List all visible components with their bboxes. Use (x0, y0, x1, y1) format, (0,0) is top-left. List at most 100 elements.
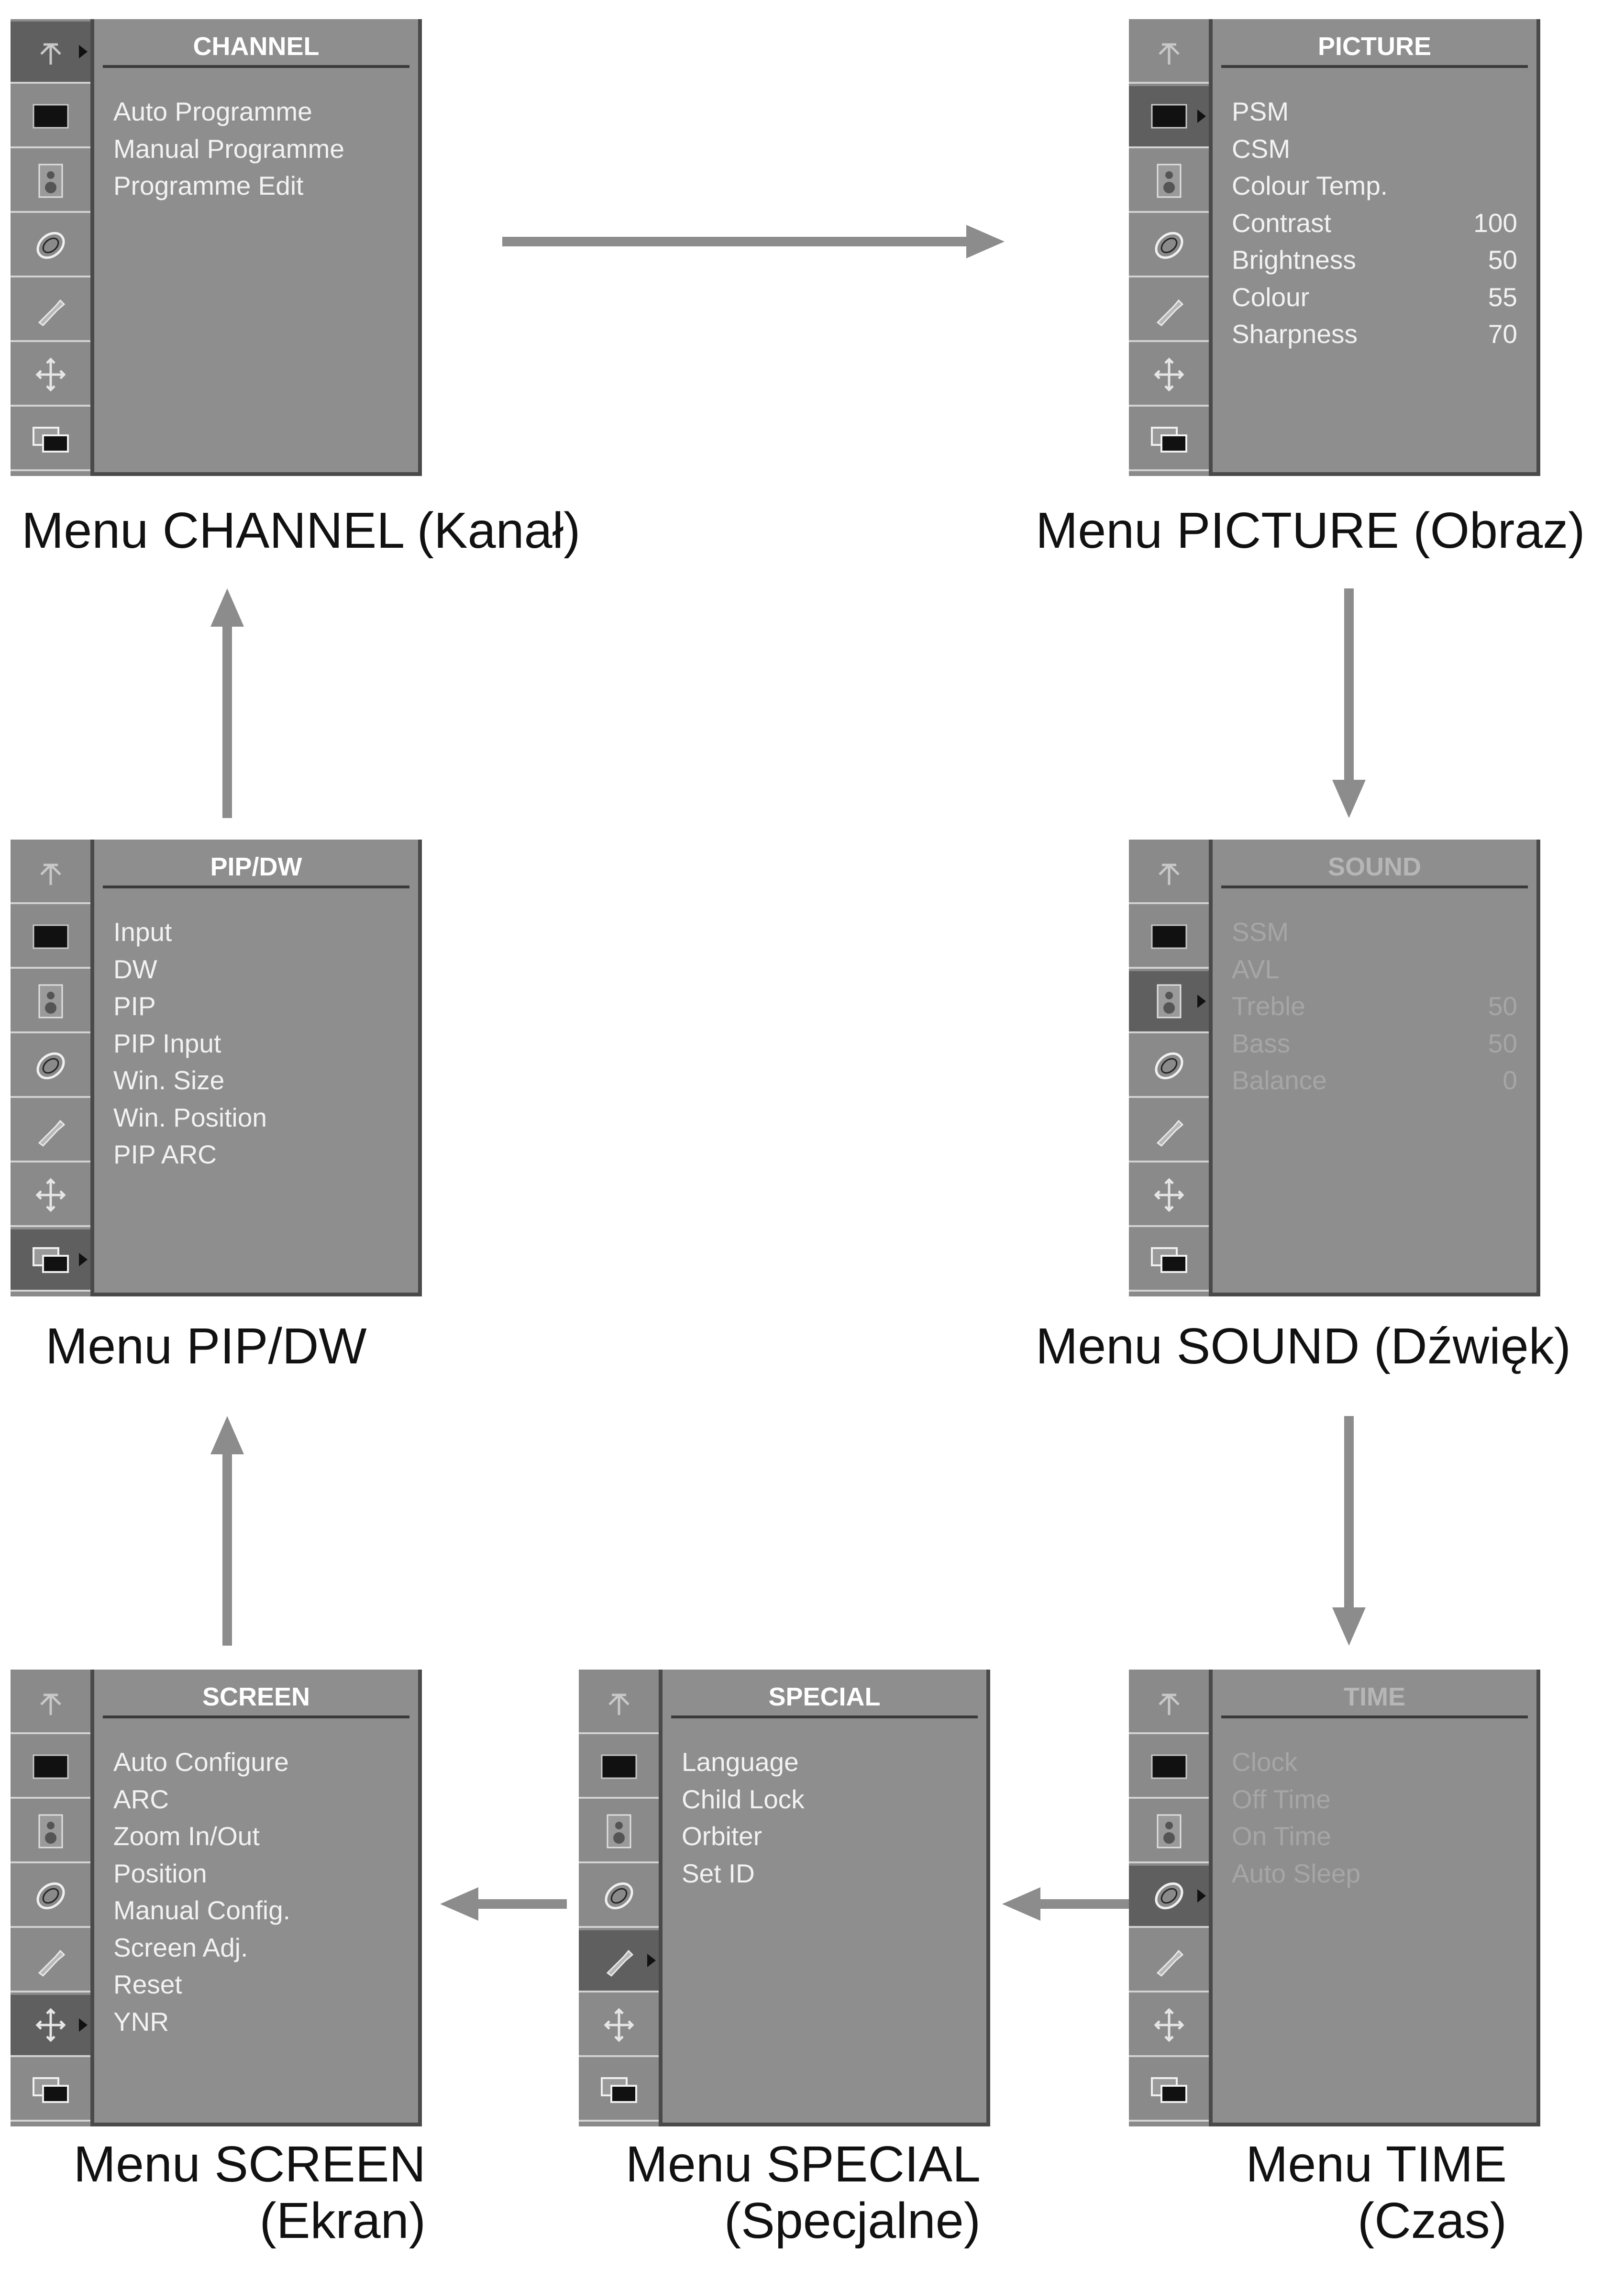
sidebar-item[interactable] (1129, 409, 1209, 471)
sidebar-item[interactable] (579, 1866, 659, 1928)
sidebar-item[interactable] (1129, 1801, 1209, 1863)
menu-item-label: Auto Programme (113, 97, 312, 126)
menu-item[interactable]: Win. Size (113, 1062, 399, 1099)
menu-item[interactable]: Orbiter (682, 1818, 967, 1855)
sidebar-item[interactable] (11, 907, 90, 969)
sidebar-item[interactable] (11, 842, 90, 904)
sidebar-item[interactable] (11, 22, 90, 84)
sidebar-item[interactable] (11, 151, 90, 213)
menu-item[interactable]: Set ID (682, 1855, 967, 1893)
menu-item[interactable]: Off Time (1232, 1781, 1517, 1818)
menu-item-label: Treble (1232, 991, 1305, 1021)
sidebar-item[interactable] (1129, 1737, 1209, 1799)
menu-item[interactable]: Auto Sleep (1232, 1855, 1517, 1893)
sidebar-item[interactable] (11, 1672, 90, 1734)
menu-item[interactable]: Child Lock (682, 1781, 967, 1818)
sidebar-item[interactable] (11, 280, 90, 342)
menu-item[interactable]: Manual Programme (113, 131, 399, 168)
sidebar-item[interactable] (11, 86, 90, 148)
menu-title: PIP/DW (103, 848, 409, 888)
sidebar-item[interactable] (579, 1801, 659, 1863)
menu-item[interactable]: Brightness 50 (1232, 242, 1517, 279)
speaker-icon (32, 162, 70, 200)
move-icon (600, 2006, 638, 2044)
sidebar-item[interactable] (11, 1229, 90, 1292)
menu-item[interactable]: Clock (1232, 1744, 1517, 1781)
sidebar-item[interactable] (11, 1100, 90, 1162)
sidebar-item[interactable] (579, 1737, 659, 1799)
menu-item[interactable]: Win. Position (113, 1099, 399, 1137)
sidebar-item[interactable] (579, 1995, 659, 2057)
menu-item[interactable]: Colour Temp. (1232, 167, 1517, 205)
sidebar-item[interactable] (11, 2059, 90, 2122)
sidebar-item[interactable] (11, 1737, 90, 1799)
sidebar-item[interactable] (579, 1930, 659, 1992)
sidebar-item[interactable] (11, 971, 90, 1033)
sidebar-item[interactable] (1129, 1866, 1209, 1928)
sidebar-item[interactable] (11, 215, 90, 277)
menu-item-label: Sharpness (1232, 319, 1358, 349)
sidebar-item[interactable] (1129, 842, 1209, 904)
menu-item-label: Manual Programme (113, 133, 344, 164)
menu-item[interactable]: Input (113, 914, 399, 951)
menu-item[interactable]: PIP ARC (113, 1136, 399, 1173)
menu-item[interactable]: Programme Edit (113, 167, 399, 205)
sidebar-item[interactable] (1129, 2059, 1209, 2122)
menu-item-value: 50 (1488, 245, 1517, 275)
menu-item[interactable]: ARC (113, 1781, 399, 1818)
menu-item[interactable]: AVL (1232, 951, 1517, 988)
menu-sidebar (11, 19, 94, 476)
menu-item[interactable]: Screen Adj. (113, 1929, 399, 1967)
sidebar-item[interactable] (11, 1995, 90, 2057)
sidebar-item[interactable] (1129, 86, 1209, 148)
menu-item[interactable]: On Time (1232, 1818, 1517, 1855)
sidebar-item[interactable] (11, 1165, 90, 1227)
sidebar-item[interactable] (1129, 280, 1209, 342)
sidebar-item[interactable] (11, 1930, 90, 1992)
sidebar-item[interactable] (1129, 971, 1209, 1033)
menu-item[interactable]: Auto Configure (113, 1744, 399, 1781)
menu-item[interactable]: PIP Input (113, 1025, 399, 1063)
menu-item[interactable]: YNR (113, 2003, 399, 2041)
menu-item[interactable]: PIP (113, 988, 399, 1025)
menu-item[interactable]: Manual Config. (113, 1892, 399, 1929)
sidebar-item[interactable] (11, 1036, 90, 1098)
menu-item[interactable]: Reset (113, 1966, 399, 2003)
menu-item[interactable]: DW (113, 951, 399, 988)
sidebar-item[interactable] (1129, 1165, 1209, 1227)
sidebar-item[interactable] (11, 1801, 90, 1863)
sidebar-item[interactable] (1129, 22, 1209, 84)
sidebar-item[interactable] (1129, 1036, 1209, 1098)
sidebar-item[interactable] (1129, 151, 1209, 213)
sidebar-item[interactable] (579, 2059, 659, 2122)
menu-item-label: Orbiter (682, 1821, 762, 1851)
menu-item[interactable]: SSM (1232, 914, 1517, 951)
menu-item[interactable]: Zoom In/Out (113, 1818, 399, 1855)
menu-item-label: Brightness (1232, 245, 1356, 275)
sidebar-item[interactable] (11, 409, 90, 471)
menu-item[interactable]: Language (682, 1744, 967, 1781)
menu-item[interactable]: PSM (1232, 93, 1517, 131)
sidebar-item[interactable] (1129, 1672, 1209, 1734)
sidebar-item[interactable] (11, 344, 90, 407)
menu-item[interactable]: Position (113, 1855, 399, 1893)
menu-item-label: PIP (113, 991, 156, 1021)
sidebar-item[interactable] (11, 1866, 90, 1928)
menu-item[interactable]: Auto Programme (113, 93, 399, 131)
sidebar-item[interactable] (1129, 1229, 1209, 1292)
menu-item[interactable]: CSM (1232, 131, 1517, 168)
sidebar-item[interactable] (1129, 1100, 1209, 1162)
sidebar-item[interactable] (1129, 1930, 1209, 1992)
sidebar-item[interactable] (1129, 1995, 1209, 2057)
sidebar-item[interactable] (579, 1672, 659, 1734)
sidebar-item[interactable] (1129, 907, 1209, 969)
sidebar-item[interactable] (1129, 344, 1209, 407)
sidebar-item[interactable] (1129, 215, 1209, 277)
